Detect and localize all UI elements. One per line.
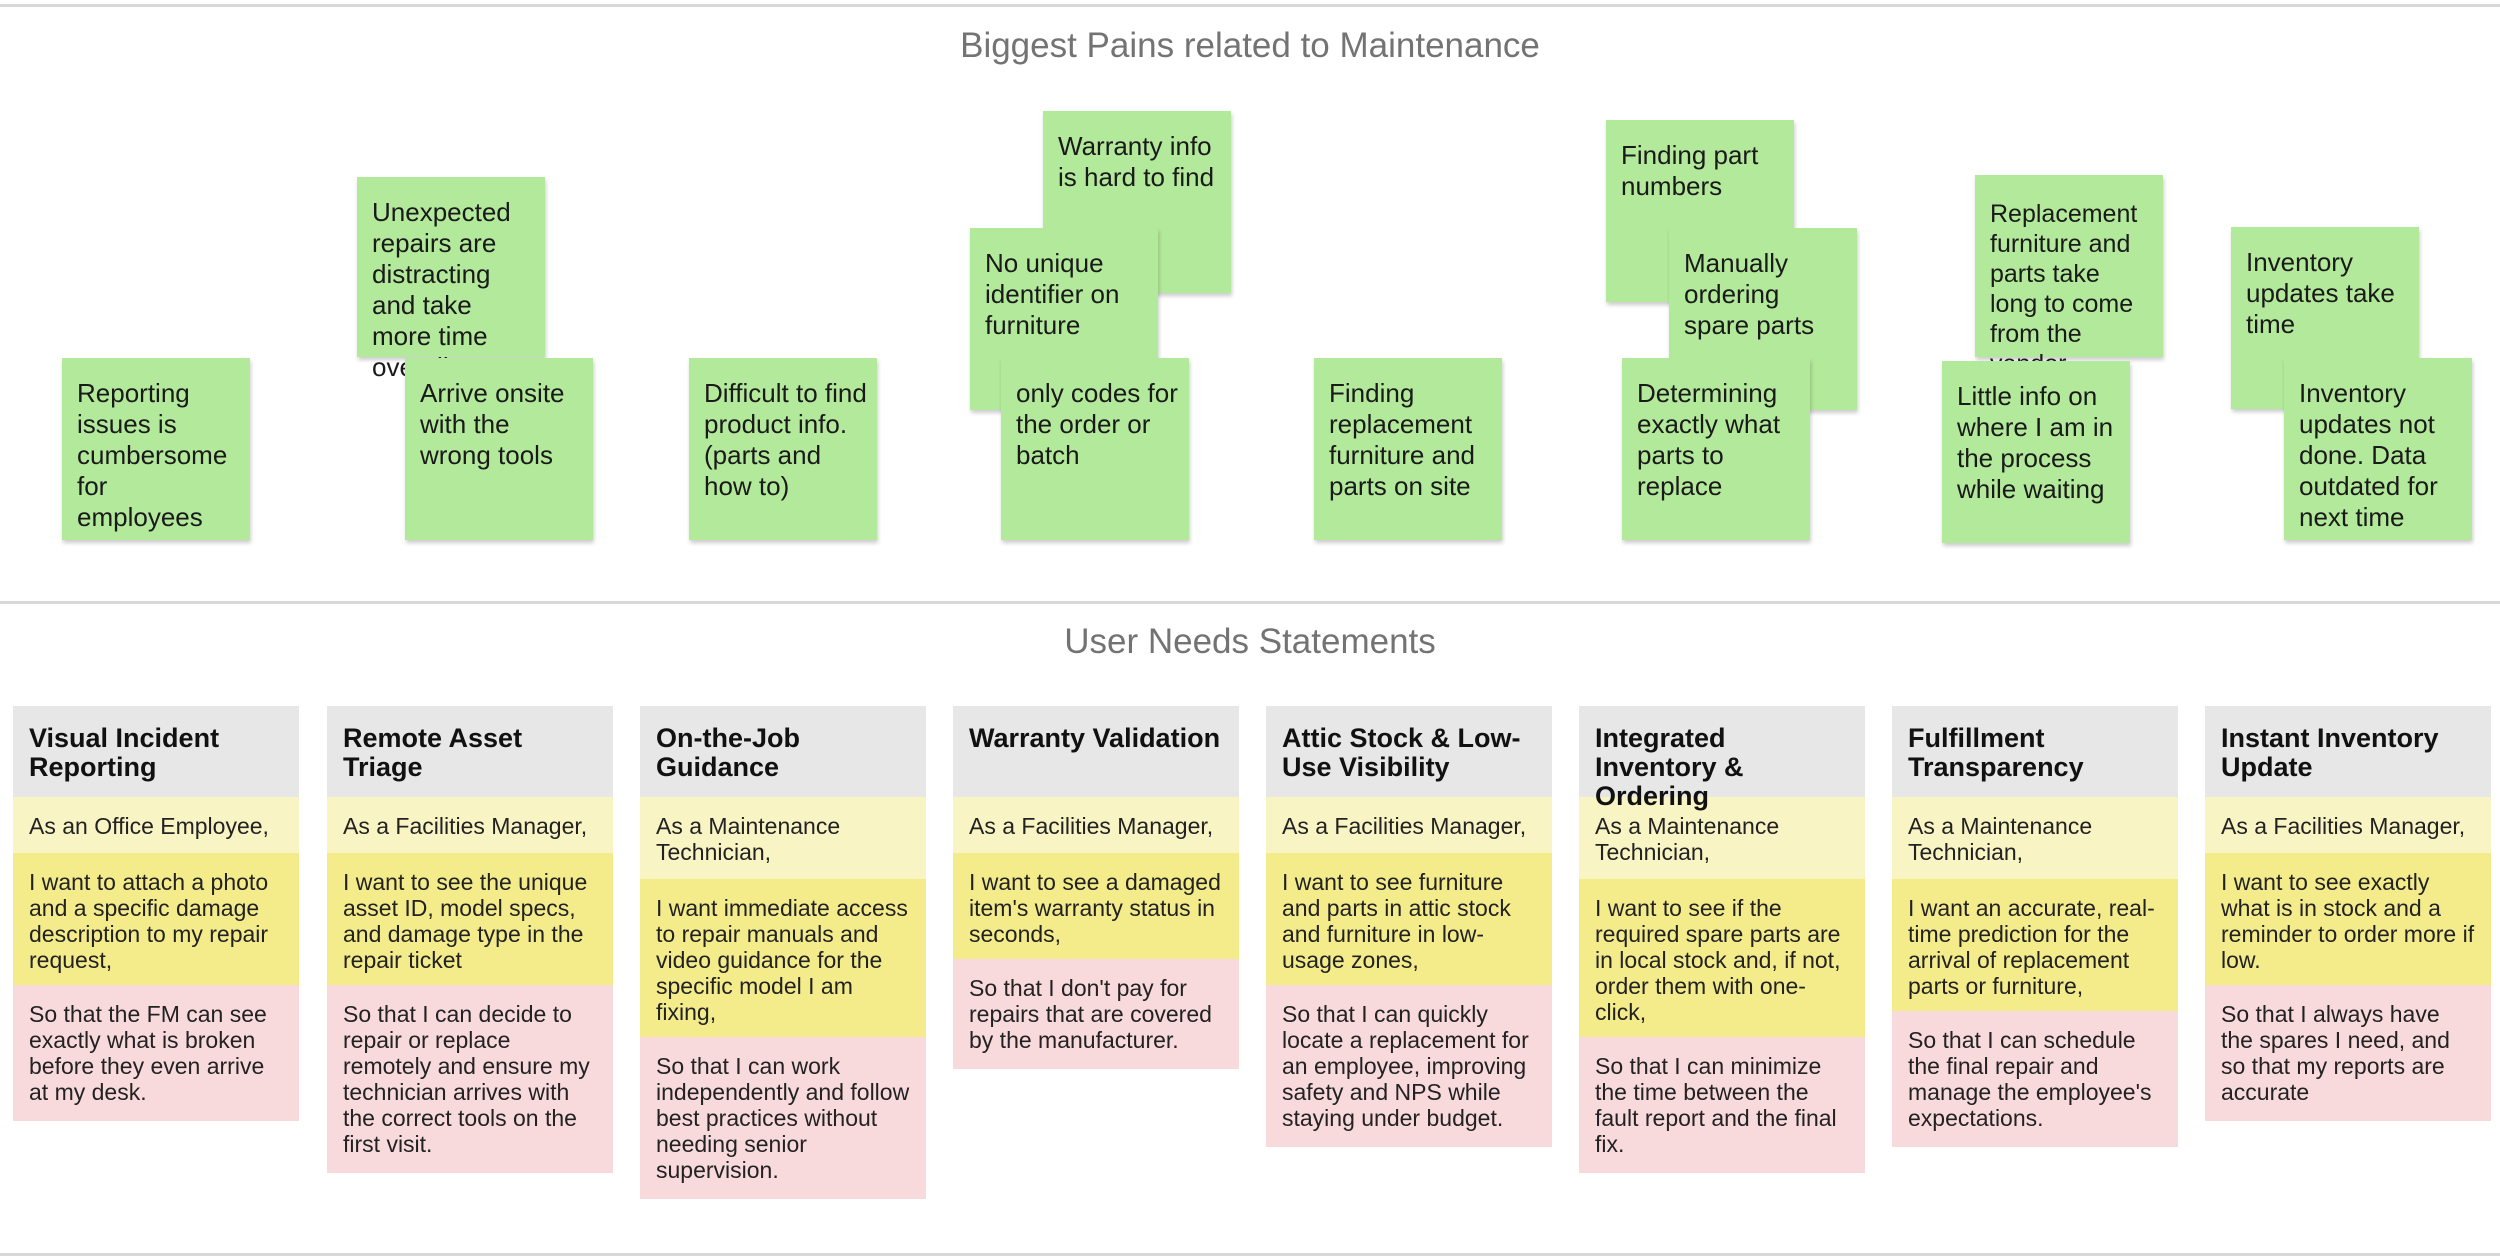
sticky-note[interactable]: Unexpected repairs are distracting and t… [357, 177, 545, 382]
need-card-warranty-validation[interactable]: Warranty Validation As a Facilities Mana… [953, 706, 1239, 1069]
card-persona: As a Maintenance Technician, [1579, 797, 1865, 879]
card-title: Integrated Inventory & Ordering [1579, 706, 1865, 811]
need-card-attic-stock-visibility[interactable]: Attic Stock & Low-Use Visibility As a Fa… [1266, 706, 1552, 1147]
card-persona: As a Facilities Manager, [2205, 797, 2491, 853]
card-want: I want to see a damaged item's warranty … [953, 853, 1239, 959]
card-title: Instant Inventory Update [2205, 706, 2491, 797]
sticky-note[interactable]: Little info on where I am in the process… [1942, 361, 2130, 543]
card-want: I want to see the unique asset ID, model… [327, 853, 613, 985]
bottom-divider [0, 1253, 2500, 1256]
sticky-note[interactable]: Inventory updates not done. Data outdate… [2284, 358, 2472, 540]
card-title: Fulfillment Transparency [1892, 706, 2178, 797]
card-title: On-the-Job Guidance [640, 706, 926, 797]
card-title: Visual Incident Reporting [13, 706, 299, 797]
card-benefit: So that I can schedule the final repair … [1892, 1011, 2178, 1147]
pains-section-title: Biggest Pains related to Maintenance [960, 26, 1540, 65]
card-persona: As a Facilities Manager, [953, 797, 1239, 853]
card-persona: As a Maintenance Technician, [640, 797, 926, 879]
card-want: I want an accurate, real-time prediction… [1892, 879, 2178, 1011]
need-card-instant-inventory-update[interactable]: Instant Inventory Update As a Facilities… [2205, 706, 2491, 1121]
sticky-note[interactable]: Reporting issues is cumbersome for emplo… [62, 358, 250, 540]
sticky-note[interactable]: Arrive onsite with the wrong tools [405, 358, 593, 540]
needs-section-title: User Needs Statements [1064, 622, 1436, 661]
card-benefit: So that I don't pay for repairs that are… [953, 959, 1239, 1069]
card-title: Attic Stock & Low-Use Visibility [1266, 706, 1552, 797]
card-persona: As a Facilities Manager, [1266, 797, 1552, 853]
card-benefit: So that I can decide to repair or replac… [327, 985, 613, 1173]
sticky-note[interactable]: Finding replacement furniture and parts … [1314, 358, 1502, 540]
sticky-note[interactable]: Difficult to find product info. (parts a… [689, 358, 877, 540]
sticky-note[interactable]: Replacement furniture and parts take lon… [1975, 175, 2163, 378]
card-want: I want immediate access to repair manual… [640, 879, 926, 1037]
card-want: I want to see exactly what is in stock a… [2205, 853, 2491, 985]
middle-divider [0, 601, 2500, 604]
need-card-on-the-job-guidance[interactable]: On-the-Job Guidance As a Maintenance Tec… [640, 706, 926, 1199]
need-card-remote-asset-triage[interactable]: Remote Asset Triage As a Facilities Mana… [327, 706, 613, 1173]
card-benefit: So that I can work independently and fol… [640, 1037, 926, 1199]
card-benefit: So that I can minimize the time between … [1579, 1037, 1865, 1173]
card-persona: As an Office Employee, [13, 797, 299, 853]
card-title: Remote Asset Triage [327, 706, 613, 797]
card-persona: As a Maintenance Technician, [1892, 797, 2178, 879]
card-want: I want to see if the required spare part… [1579, 879, 1865, 1037]
need-card-integrated-inventory-ordering[interactable]: Integrated Inventory & Ordering As a Mai… [1579, 706, 1865, 1173]
card-title: Warranty Validation [953, 706, 1239, 797]
sticky-note[interactable]: Determining exactly what parts to replac… [1622, 358, 1810, 540]
card-want: I want to see furniture and parts in att… [1266, 853, 1552, 985]
card-want: I want to attach a photo and a specific … [13, 853, 299, 985]
need-card-fulfillment-transparency[interactable]: Fulfillment Transparency As a Maintenanc… [1892, 706, 2178, 1147]
sticky-note[interactable]: only codes for the order or batch [1001, 358, 1189, 540]
card-persona: As a Facilities Manager, [327, 797, 613, 853]
need-card-visual-incident-reporting[interactable]: Visual Incident Reporting As an Office E… [13, 706, 299, 1121]
card-benefit: So that I always have the spares I need,… [2205, 985, 2491, 1121]
card-benefit: So that the FM can see exactly what is b… [13, 985, 299, 1121]
card-benefit: So that I can quickly locate a replaceme… [1266, 985, 1552, 1147]
top-divider [0, 4, 2500, 7]
